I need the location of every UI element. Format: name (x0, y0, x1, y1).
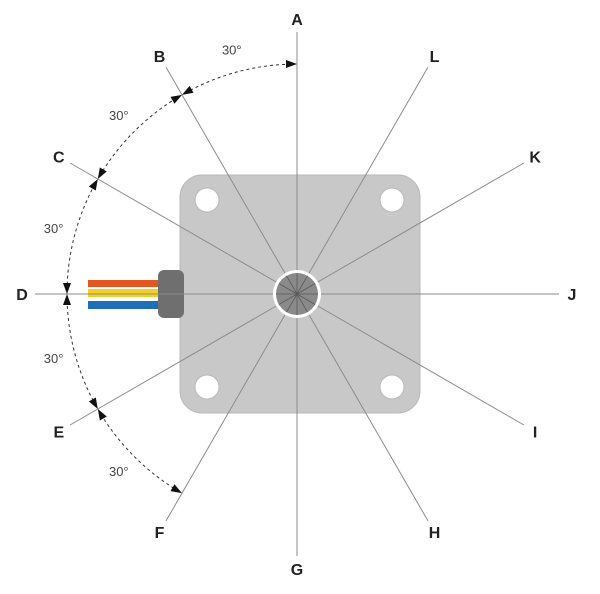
arrowhead-f-side-4 (170, 484, 182, 494)
mounting-hole-bottom-left (194, 374, 220, 400)
arrowhead-b-side-1 (170, 94, 182, 104)
ray-k (296, 162, 525, 295)
angle-label-e-f: 30° (109, 464, 129, 479)
direction-label-h: H (429, 525, 441, 542)
angle-label-b-c: 30° (109, 108, 129, 123)
ray-f (165, 293, 298, 522)
direction-label-c: C (53, 150, 65, 167)
angle-arcs (63, 60, 297, 494)
angle-label-a-b: 30° (222, 43, 242, 58)
arc-d-e (66, 300, 96, 404)
arrowhead-c-side-1 (97, 167, 107, 179)
hub-ray-b (286, 275, 298, 295)
hub-ray-l (296, 275, 308, 295)
arrowhead-b-side-0 (182, 85, 194, 95)
arc-e-f (100, 413, 178, 491)
direction-labels: A B C D E F G H I J K L (16, 12, 576, 579)
angle-labels: 30° 30° 30° 30° 30° (44, 43, 242, 480)
arrowhead-a-side-0 (286, 60, 297, 68)
direction-label-e: E (54, 425, 65, 442)
direction-label-k: K (529, 150, 541, 167)
arrowhead-e-side-3 (88, 397, 98, 409)
direction-label-l: L (430, 49, 440, 66)
wire-blue (88, 301, 164, 309)
arrowhead-c-side-2 (88, 179, 98, 191)
mounting-hole-top-right (379, 187, 405, 213)
hub-ray-e (278, 293, 298, 305)
direction-label-a: A (291, 12, 303, 29)
hub-ray-f (286, 293, 298, 313)
ray-e (69, 293, 298, 426)
arrowhead-d-side-2 (63, 283, 71, 294)
hub-rays (276, 273, 318, 315)
ray-h (296, 293, 429, 522)
arrowhead-d-side-3 (63, 294, 71, 305)
arrowhead-e-side-4 (97, 409, 107, 421)
mounting-hole-top-left (194, 187, 220, 213)
ray-i (296, 293, 525, 426)
direction-label-i: I (533, 425, 537, 442)
hub-ray-h (296, 293, 308, 313)
direction-label-f: F (155, 525, 165, 542)
ray-l (296, 66, 429, 295)
angle-label-d-e: 30° (44, 351, 64, 366)
mounting-hole-bottom-right (379, 374, 405, 400)
hub-ray-i (296, 293, 316, 305)
arc-c-d (66, 184, 96, 288)
direction-label-g: G (291, 562, 303, 579)
ray-c (69, 162, 298, 295)
angle-label-c-d: 30° (44, 221, 64, 236)
direction-label-d: D (16, 287, 28, 304)
arc-b-c (100, 97, 178, 175)
ray-b (165, 66, 298, 295)
direction-label-b: B (154, 49, 166, 66)
direction-label-j: J (568, 287, 577, 304)
arc-a-b (187, 63, 291, 93)
hub-ray-k (296, 283, 316, 295)
direction-rays (35, 32, 559, 556)
wire-yellow (88, 289, 164, 297)
wire-orange (88, 280, 164, 287)
hub-ray-c (278, 283, 298, 295)
